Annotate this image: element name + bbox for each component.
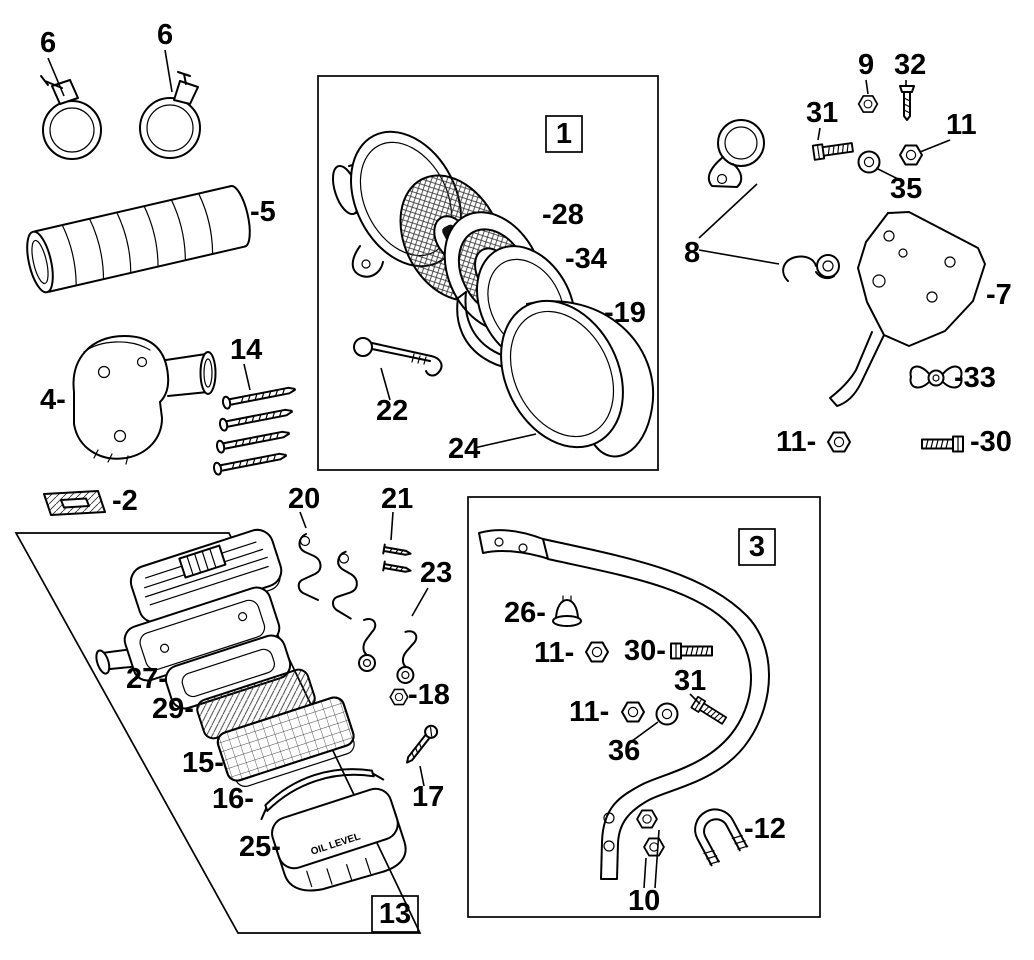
wing-nut-33 bbox=[909, 365, 963, 389]
spring-clip-8 bbox=[782, 254, 840, 282]
oil-cup-25: OIL LEVEL bbox=[271, 787, 407, 892]
elbow-4 bbox=[72, 335, 217, 465]
gasket-2 bbox=[43, 490, 106, 516]
screw-32 bbox=[899, 85, 915, 121]
callout-7: -7 bbox=[986, 279, 1012, 311]
nut-11-right bbox=[827, 431, 851, 453]
nut-11-box3-upper bbox=[585, 641, 609, 663]
callout-11-box3-lower: 11- bbox=[569, 696, 609, 728]
nut-9 bbox=[857, 95, 879, 113]
callout-32: 32 bbox=[894, 49, 926, 81]
screw-17 bbox=[406, 724, 439, 764]
callout-26: 26- bbox=[504, 597, 546, 629]
callout-30-top: -30 bbox=[970, 426, 1012, 458]
bolt-30-box3 bbox=[670, 642, 713, 660]
element-15 bbox=[216, 696, 355, 787]
callout-20: 20 bbox=[288, 483, 320, 515]
callout-18: -18 bbox=[408, 679, 450, 711]
screws-14 bbox=[211, 382, 297, 477]
callout-35: 35 bbox=[890, 173, 922, 205]
u-bolt-12 bbox=[694, 808, 749, 867]
callout-34: -34 bbox=[565, 243, 607, 275]
callout-11-top: 11 bbox=[946, 109, 977, 141]
air-cleaner-exploded-assembly bbox=[331, 130, 655, 458]
callout-19: -19 bbox=[604, 297, 646, 329]
callout-5: -5 bbox=[250, 196, 276, 228]
callout-33: -33 bbox=[954, 362, 996, 394]
callout-2: -2 bbox=[112, 485, 138, 517]
bracket-7 bbox=[829, 211, 986, 407]
leader-lines bbox=[47, 49, 951, 889]
detail-box-13 bbox=[14, 532, 422, 934]
nuts-10 bbox=[636, 809, 665, 857]
box-label-13: 13 bbox=[379, 898, 411, 930]
callout-23: 23 bbox=[420, 557, 452, 589]
callout-17: 17 bbox=[412, 781, 444, 813]
nut-11-box3-lower bbox=[621, 701, 645, 723]
callout-16: 16- bbox=[212, 783, 254, 815]
hose-clamp-6-left bbox=[40, 75, 102, 160]
cover-24 bbox=[500, 299, 655, 458]
callout-22: 22 bbox=[376, 395, 408, 427]
retainer-clip-16 bbox=[260, 768, 385, 821]
callout-11-box3-upper: 11- bbox=[534, 637, 574, 669]
hook-bolt-22 bbox=[353, 337, 443, 377]
callout-6-left: 6 bbox=[40, 27, 56, 59]
nut-18 bbox=[389, 688, 409, 706]
hose-5 bbox=[26, 185, 251, 294]
callout-36: 36 bbox=[608, 735, 640, 767]
bolt-30-top bbox=[921, 435, 964, 453]
callout-29: 29- bbox=[152, 693, 194, 725]
support-bracket-3 bbox=[478, 529, 770, 880]
clips-23 bbox=[358, 618, 418, 685]
callout-28: -28 bbox=[542, 199, 584, 231]
air-cleaner-stack-13: OIL LEVEL bbox=[95, 528, 407, 892]
callout-15: 15- bbox=[182, 747, 224, 779]
callout-11-right: 11- bbox=[776, 426, 816, 458]
grommet-26 bbox=[552, 595, 582, 627]
callout-27: 27- bbox=[126, 663, 168, 695]
bolt-31-top bbox=[811, 139, 855, 161]
top-cover bbox=[129, 528, 283, 627]
callout-24: 24 bbox=[448, 433, 480, 465]
callout-10: 10 bbox=[628, 885, 660, 917]
brackets-20 bbox=[297, 533, 362, 620]
callout-9: 9 bbox=[858, 49, 874, 81]
p-clamp-8 bbox=[707, 119, 765, 188]
box-label-1: 1 bbox=[556, 118, 572, 150]
hose-clamp-6-right bbox=[139, 71, 201, 159]
callout-14: 14 bbox=[230, 334, 262, 366]
box-label-3: 3 bbox=[749, 531, 765, 563]
callout-6-right: 6 bbox=[157, 19, 173, 51]
callout-12: -12 bbox=[744, 813, 786, 845]
callout-31-top: 31 bbox=[806, 97, 838, 129]
callout-25: 25- bbox=[239, 831, 281, 863]
pins-21 bbox=[382, 543, 413, 577]
detail-box-3 bbox=[467, 496, 821, 918]
nut-11-top bbox=[899, 144, 923, 166]
callout-30-box3: 30- bbox=[624, 635, 666, 667]
washer-35 bbox=[857, 150, 881, 174]
callout-8: 8 bbox=[684, 237, 700, 269]
detail-box-1 bbox=[317, 75, 659, 471]
washer-36 bbox=[655, 702, 679, 726]
callout-31-box3: 31 bbox=[674, 665, 706, 697]
callout-21: 21 bbox=[381, 483, 413, 515]
callout-4: 4- bbox=[40, 384, 66, 416]
